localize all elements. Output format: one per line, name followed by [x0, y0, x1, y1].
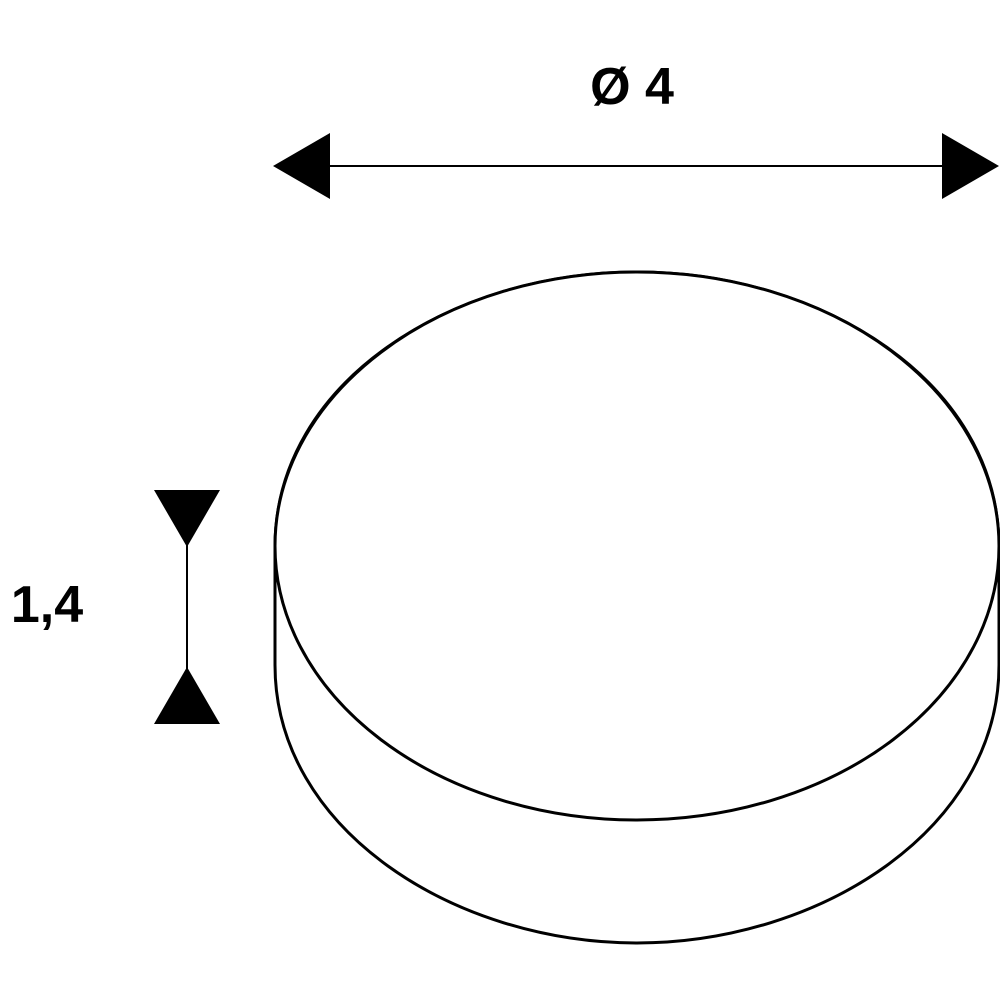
arrow-up-icon [154, 667, 220, 724]
arrow-left-icon [273, 133, 330, 199]
height-label: 1,4 [11, 576, 83, 634]
diameter-label: Ø 4 [590, 58, 674, 116]
cylinder-top-face [273, 270, 1000, 822]
arrow-right-icon [942, 133, 999, 199]
arrow-down-icon [154, 490, 220, 547]
height-dimension: 1,4 [11, 490, 220, 724]
diameter-dimension: Ø 4 [273, 58, 999, 199]
